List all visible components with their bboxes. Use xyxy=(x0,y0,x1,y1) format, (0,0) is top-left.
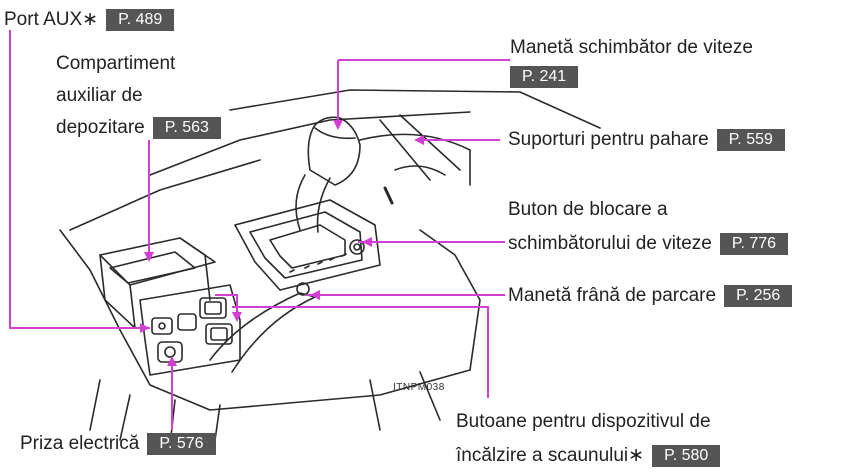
seat-heater-label-line2: încălzire a scaunului∗ P. 580 xyxy=(456,444,721,468)
shift-lock-label-line1: Buton de blocare a xyxy=(508,199,668,220)
seat-heater-page-ref: P. 580 xyxy=(652,445,721,467)
illustration-code: ITNPM038 xyxy=(393,382,445,393)
power-outlet-text: Priza electrică xyxy=(20,433,140,454)
storage-page-ref: P. 563 xyxy=(152,117,221,139)
gear-lever-page-ref: P. 241 xyxy=(510,66,579,88)
storage-label-line3-text: depozitare xyxy=(56,117,145,138)
parking-brake-text: Manetă frână de parcare xyxy=(508,285,717,306)
storage-label-line1: Compartiment xyxy=(56,53,176,74)
cup-holders-label: Suporturi pentru pahare P. 559 xyxy=(508,128,785,152)
shift-lock-text: schimbătorului de viteze xyxy=(508,233,712,254)
shift-lock-label-line2: schimbătorului de viteze P. 776 xyxy=(508,232,789,256)
parking-brake-label: Manetă frână de parcare P. 256 xyxy=(508,284,793,308)
power-outlet-label: Priza electrică P. 576 xyxy=(20,432,216,456)
seat-heater-text: încălzire a scaunului∗ xyxy=(456,445,645,466)
storage-label-line3: depozitare P. 563 xyxy=(56,116,221,140)
cup-holders-text: Suporturi pentru pahare xyxy=(508,129,709,150)
storage-label-line2: auxiliar de xyxy=(56,85,143,106)
seat-heater-label-line1: Butoane pentru dispozitivul de xyxy=(456,411,711,432)
gear-lever-label: Manetă schimbător de viteze xyxy=(510,37,753,58)
power-outlet-page-ref: P. 576 xyxy=(147,433,216,455)
cup-holders-page-ref: P. 559 xyxy=(716,129,785,151)
aux-port-page-ref: P. 489 xyxy=(106,9,175,31)
parking-brake-page-ref: P. 256 xyxy=(724,285,793,307)
aux-port-text: Port AUX∗ xyxy=(4,9,99,30)
aux-port-label: Port AUX∗ P. 489 xyxy=(4,8,175,32)
shift-lock-page-ref: P. 776 xyxy=(719,233,789,255)
